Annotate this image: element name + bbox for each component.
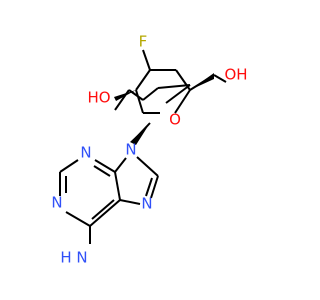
label-n3: N [80,144,91,162]
atom-labels: F HO OH O N N N N H N [51,33,247,267]
bond-n9-c8 [136,156,159,177]
bond-ring-1 [135,69,151,91]
bond-c4-n3-b [93,165,111,177]
label-ring-oxygen: O [169,111,181,129]
molecule-structure: F HO OH O N N N N H N [51,33,247,267]
bond-c6-c5 [89,199,121,227]
bond-c4-ring [157,84,191,89]
bond-ring-5 [135,89,144,114]
label-amino-n: N [76,249,87,267]
bond-n7-c5 [119,199,141,205]
bond-c5-c4 [114,171,121,201]
wedge-c2-oh [114,90,136,101]
bond-c4-n3 [94,159,116,173]
label-fluorine: F [139,33,148,51]
label-n7: N [141,195,152,213]
bond-n3-c2 [59,159,79,173]
bond-c8-n7-b [145,177,153,197]
label-n1: N [51,194,62,212]
bond-c3-c4 [142,87,159,101]
wedge-c4-ch2 [190,73,214,90]
label-n9: N [125,141,136,159]
bond-c8-n7-a [150,175,159,199]
bond-c4-n9 [114,157,127,173]
bond-c6-c5-b [91,199,115,220]
bond-c6-o [213,74,227,83]
bond-c4-o [165,84,191,104]
bond-n1-c6 [65,211,91,227]
bond-ring-4 [174,89,191,114]
wedges [114,73,214,145]
label-hydroxyl-ring: HO [87,89,110,107]
bond-c-f [142,49,151,71]
label-hydroxyl-chain: OH [224,66,247,84]
wedge-c1-n9 [130,123,150,145]
label-amino-h: H [60,249,71,267]
bond-ring-3 [175,69,191,91]
